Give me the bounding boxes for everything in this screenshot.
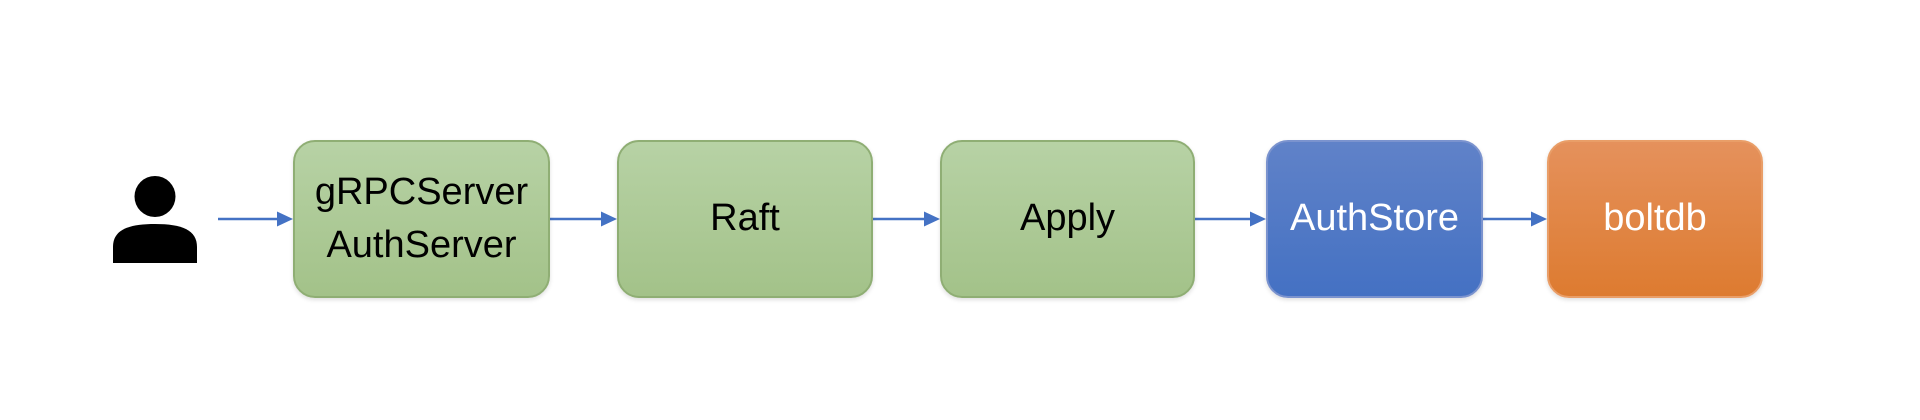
flow-arrow-user-to-grpcserver — [218, 211, 293, 227]
node-label: boltdb — [1603, 197, 1707, 240]
flow-arrow-apply-to-authstore — [1195, 211, 1266, 227]
node-boltdb: boltdb — [1547, 140, 1763, 298]
node-apply: Apply — [940, 140, 1195, 298]
node-authstore: AuthStore — [1266, 140, 1483, 298]
node-label: Apply — [1019, 197, 1116, 240]
node-label: AuthServer — [326, 224, 517, 266]
node-grpcserver-authserver: gRPCServer AuthServer — [293, 140, 550, 298]
node-label: gRPCServer — [314, 170, 529, 213]
person-icon — [112, 176, 198, 263]
flow-arrow-grpcserver-to-raft — [550, 211, 617, 227]
flow-arrow-raft-to-apply — [873, 211, 940, 227]
flow-arrow-authstore-to-boltdb — [1483, 211, 1547, 227]
node-label: AuthStore — [1290, 197, 1459, 240]
node-label: Raft — [710, 197, 780, 240]
node-raft: Raft — [617, 140, 873, 298]
